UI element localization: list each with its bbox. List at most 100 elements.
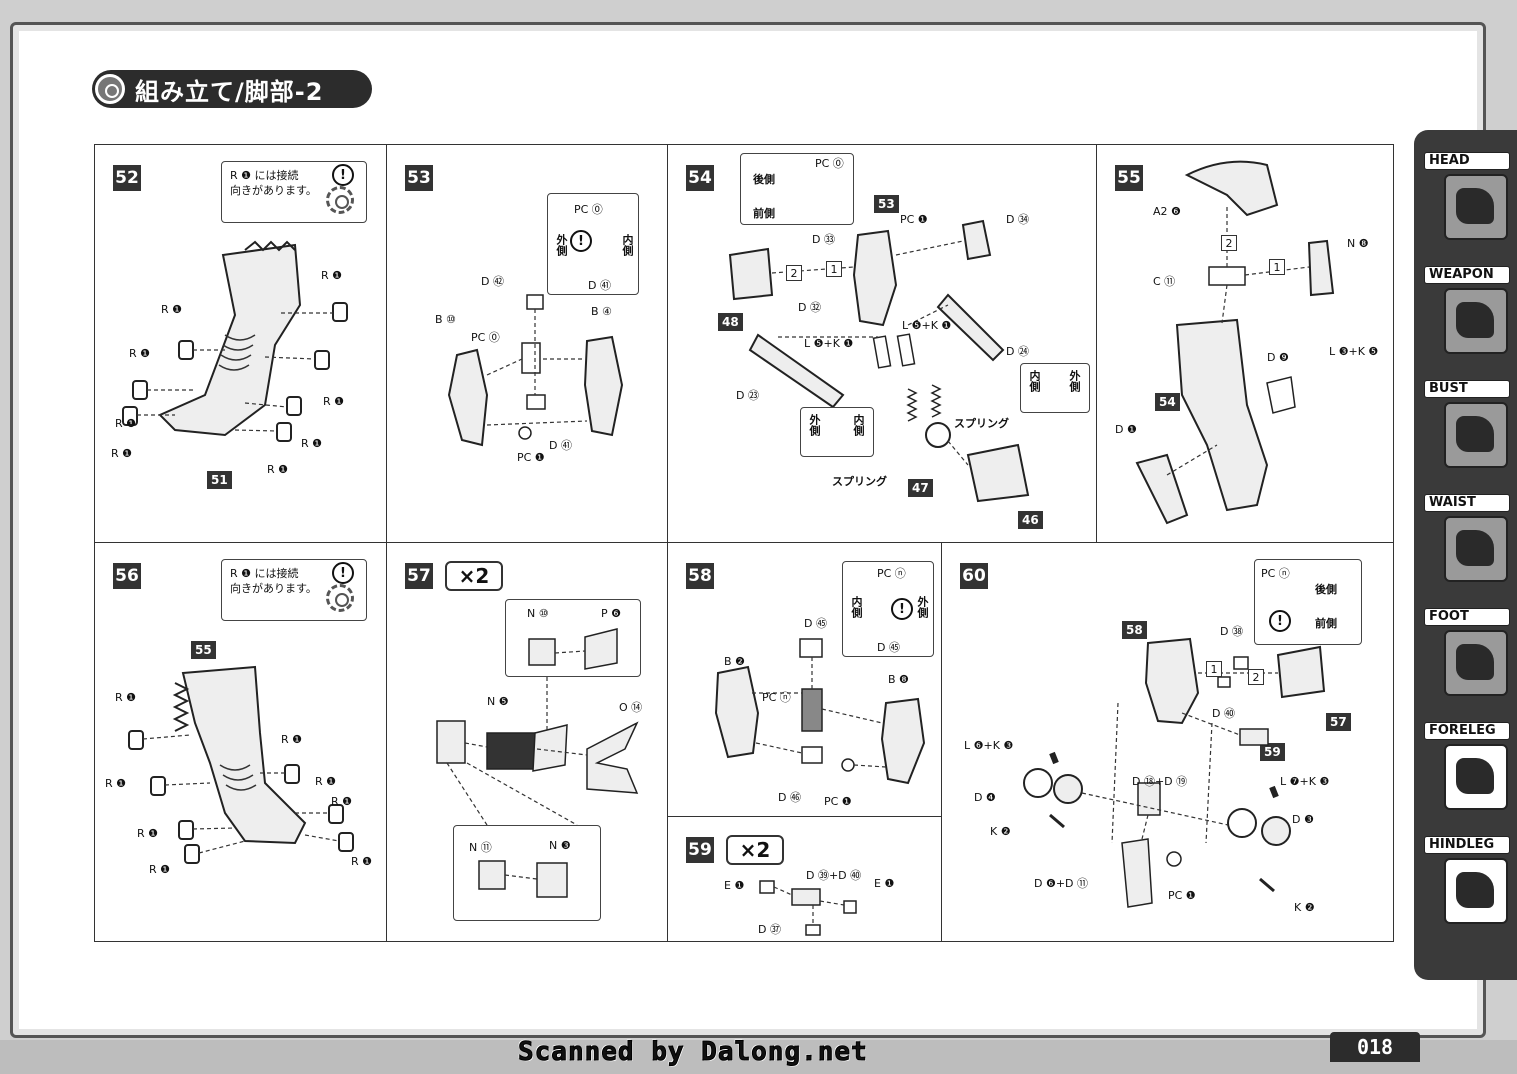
nav-tab-label: WEAPON (1424, 266, 1510, 284)
order-marker-1: 1 (826, 261, 842, 277)
leg-armor-diagram (1135, 160, 1335, 525)
nav-tab-label: FORELEG (1424, 722, 1510, 740)
caution-icon: ! (1269, 610, 1291, 632)
step-panel-55: 55 2 1 A2 ❻ N ❽ C ⑪ D ❾ L ❸+K ❺ D ❶ 54 (1097, 145, 1393, 543)
inset-rear-label: 後側 (753, 173, 775, 186)
note-line: 向きがあります。 (230, 184, 317, 197)
nav-tab-foot[interactable]: FOOT (1424, 608, 1510, 696)
subassembly-badge: 59 (1260, 743, 1285, 761)
orientation-inset: 外側 内側 (800, 407, 874, 457)
part-label: D ㉓ (736, 389, 759, 402)
part-label: D ㊳ (1220, 625, 1243, 638)
nav-tab-waist[interactable]: WAIST (1424, 494, 1510, 582)
part-label: B ❷ (724, 655, 745, 668)
step-number: 60 (960, 563, 988, 589)
nav-tab-foreleg[interactable]: FORELEG (1424, 722, 1510, 810)
bottom-bar (0, 1040, 1517, 1074)
orientation-inset: PC ⓪ 外側 内側 D ㊶ ! (547, 193, 639, 295)
hip-joint-diagram (714, 638, 926, 785)
nav-tab-head[interactable]: HEAD (1424, 152, 1510, 240)
orientation-inset: 内側 外側 (1020, 363, 1090, 413)
head-thumbnail-icon (1444, 174, 1508, 240)
instruction-grid: 52 R ❶ には接続 向きがあります。 ! (94, 144, 1394, 942)
part-label: B ④ (591, 305, 612, 318)
part-label: D ㉜ (798, 301, 821, 314)
inset-inner-label: 内側 (1028, 370, 1041, 392)
orientation-inset: PC ⓝ 内側 外側 D ㊺ ! (842, 561, 934, 657)
part-label: PC ❶ (824, 795, 852, 808)
part-label: D ⑱+D ⑲ (1132, 775, 1188, 788)
multiplier-badge: ×2 (726, 835, 784, 865)
subassembly-badge: 55 (191, 641, 216, 659)
inset-outer-label: 外側 (555, 234, 568, 256)
caution-icon: ! (891, 598, 913, 620)
part-label: R ❶ (111, 447, 133, 460)
step-panel-53: 53 PC ⓪ 外側 内側 D ㊶ ! D ㊷ B ⑩ B ④ PC ⓪ D ㊶… (387, 145, 668, 543)
nav-tab-weapon[interactable]: WEAPON (1424, 266, 1510, 354)
part-label: A2 ❻ (1153, 205, 1181, 218)
part-label: L ❸+K ❺ (1329, 345, 1379, 358)
inset-inner-label: 内側 (850, 596, 863, 618)
inset-outer-label: 外側 (1068, 370, 1081, 392)
spring-label: スプリング (954, 417, 1009, 430)
note-line: R ❶ には接続 (230, 567, 299, 580)
inset-front-label: 前側 (1315, 617, 1337, 630)
part-label: D ㊴+D ㊵ (806, 869, 862, 882)
part-label: N ⑩ (527, 607, 549, 620)
inset-part-label: PC ⓝ (1261, 567, 1290, 580)
part-label: D ㉝ (812, 233, 835, 246)
nav-tab-label: FOOT (1424, 608, 1510, 626)
inset-inner-label: 内側 (621, 234, 634, 256)
order-marker-1: 1 (1206, 661, 1222, 677)
step-panel-52: 52 R ❶ には接続 向きがあります。 ! (95, 145, 387, 543)
part-label: R ❶ (301, 437, 323, 450)
part-label: R ❶ (315, 775, 337, 788)
part-label: N ❽ (1347, 237, 1369, 250)
leg-frame-diagram (447, 294, 624, 447)
part-label: R ❶ (149, 863, 171, 876)
subassembly-badge: 57 (1326, 713, 1351, 731)
subassembly-badge: 53 (874, 195, 899, 213)
part-label: D ㊵ (1212, 707, 1235, 720)
part-label: D ㉞ (1006, 213, 1029, 226)
inset-front-label: 前側 (753, 207, 775, 220)
nav-tab-bust[interactable]: BUST (1424, 380, 1510, 468)
part-label: O ⑭ (619, 701, 643, 714)
nav-tab-hindleg[interactable]: HINDLEG (1424, 836, 1510, 924)
part-label: D ❾ (1267, 351, 1289, 364)
part-label: L ❻+K ❸ (964, 739, 1014, 752)
step-panel-58: 58 PC ⓝ 内側 外側 D ㊺ ! D ㊺ B ❷ B ❽ PC ⓝ D ㊻… (668, 543, 942, 817)
part-label: B ❽ (888, 673, 909, 686)
gear-icon (95, 74, 125, 104)
step-number: 56 (113, 563, 141, 589)
part-label: PC ⓪ (471, 331, 500, 344)
leg-mechanism-diagram (728, 219, 1030, 503)
nav-tab-label: WAIST (1424, 494, 1510, 512)
part-label: R ❶ (129, 347, 151, 360)
part-label: PC ❶ (900, 213, 928, 226)
part-label: N ⑪ (469, 841, 492, 854)
subassembly-badge: 46 (1018, 511, 1043, 529)
step-panel-59: 59 ×2 E ❶ D ㊴+D ㊵ E ❶ D ㊲ (668, 817, 942, 941)
part-label: E ❶ (874, 877, 895, 890)
inset-rear-label: 後側 (1315, 583, 1337, 596)
foreleg-joint-diagram (1023, 637, 1326, 908)
joint-block-diagram (759, 880, 857, 936)
step-number: 59 (686, 837, 714, 863)
part-label: R ❶ (161, 303, 183, 316)
part-label: R ❶ (281, 733, 303, 746)
part-label: R ❶ (115, 417, 137, 430)
part-label: K ❷ (1294, 901, 1315, 914)
bust-thumbnail-icon (1444, 402, 1508, 468)
part-label: D ㊷ (481, 275, 504, 288)
part-label: R ❶ (331, 795, 353, 808)
order-marker-1: 1 (1269, 259, 1285, 275)
part-label: K ❷ (990, 825, 1011, 838)
step-number: 52 (113, 165, 141, 191)
part-label: D ❶ (1115, 423, 1137, 436)
inset-part-label: PC ⓝ (877, 567, 906, 580)
connection-note: R ❶ には接続 向きがあります。 ! (221, 559, 367, 621)
section-nav: HEAD WEAPON BUST WAIST FOOT FORELEG HIND… (1414, 130, 1517, 980)
part-label: R ❶ (321, 269, 343, 282)
caution-icon: ! (570, 230, 592, 252)
